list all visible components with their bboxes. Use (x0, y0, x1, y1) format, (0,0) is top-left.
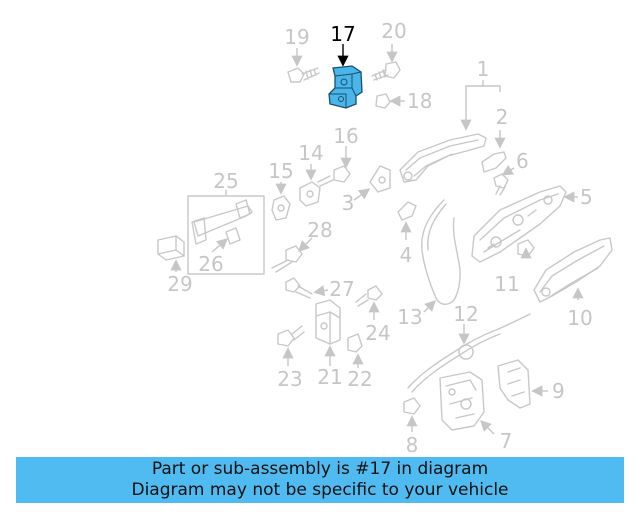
callout-13: 13 (397, 305, 422, 329)
part-10-inner-handle (533, 237, 613, 303)
callout-7: 7 (500, 429, 513, 453)
part-14-pad (299, 164, 321, 207)
part-24-bolt (355, 285, 383, 320)
callout-18: 18 (407, 89, 432, 113)
callout-22: 22 (347, 367, 372, 391)
callout-5: 5 (580, 185, 593, 209)
callout-17: 17 (330, 22, 355, 46)
part-21-striker (315, 299, 341, 366)
callout-28: 28 (307, 218, 332, 242)
part-2-handle-cap (481, 130, 507, 173)
footer-line-2: Diagram may not be specific to your vehi… (131, 480, 509, 500)
callout-20: 20 (381, 19, 406, 43)
part-28-screw (271, 237, 313, 273)
part-29-grommet (157, 235, 185, 272)
callout-4: 4 (400, 243, 413, 267)
part-20-bolt (371, 44, 401, 81)
footer-line-1: Part or sub-assembly is #17 in diagram (151, 459, 489, 479)
callout-21: 21 (317, 365, 342, 389)
callout-6: 6 (516, 149, 529, 173)
callout-24: 24 (365, 321, 390, 345)
part-4-rod (397, 201, 417, 240)
callout-11: 11 (494, 272, 519, 296)
part-1-outer-handle (399, 80, 501, 183)
callout-23: 23 (277, 367, 302, 391)
part-8-screw (403, 397, 421, 432)
callout-9: 9 (552, 379, 565, 403)
part-9-bracket (497, 359, 548, 409)
callout-12: 12 (453, 302, 478, 326)
part-27-bolt (285, 277, 329, 299)
callout-14: 14 (298, 141, 323, 165)
callout-26: 26 (198, 252, 223, 276)
footer-banner: Part or sub-assembly is #17 in diagram D… (16, 457, 624, 503)
callout-29: 29 (167, 272, 192, 296)
callout-8: 8 (406, 433, 419, 457)
part-13-cable (421, 199, 461, 313)
callout-3: 3 (342, 191, 355, 215)
callout-2: 2 (496, 105, 509, 129)
part-16-screw (317, 146, 352, 187)
part-23-screw (277, 325, 305, 366)
callout-15: 15 (268, 159, 293, 183)
part-18-cap (375, 93, 405, 109)
part-7-latch (439, 371, 495, 435)
part-19-screw (287, 48, 320, 83)
part-6-screw (493, 164, 515, 196)
part-11-bolt (517, 239, 535, 259)
part-3-bracket (353, 165, 391, 201)
callout-16: 16 (333, 124, 358, 148)
callout-25: 25 (213, 169, 238, 193)
part-15-pad (271, 182, 291, 221)
part-17-highlighted[interactable] (328, 44, 363, 109)
callout-27: 27 (329, 277, 354, 301)
callout-1: 1 (477, 57, 490, 81)
part-12-cable (407, 313, 531, 393)
callout-10: 10 (567, 306, 592, 330)
part-25-door-check (187, 190, 265, 275)
callout-19: 19 (284, 25, 309, 49)
part-22-cap (347, 333, 364, 368)
part-5-handle-frame (471, 185, 578, 263)
